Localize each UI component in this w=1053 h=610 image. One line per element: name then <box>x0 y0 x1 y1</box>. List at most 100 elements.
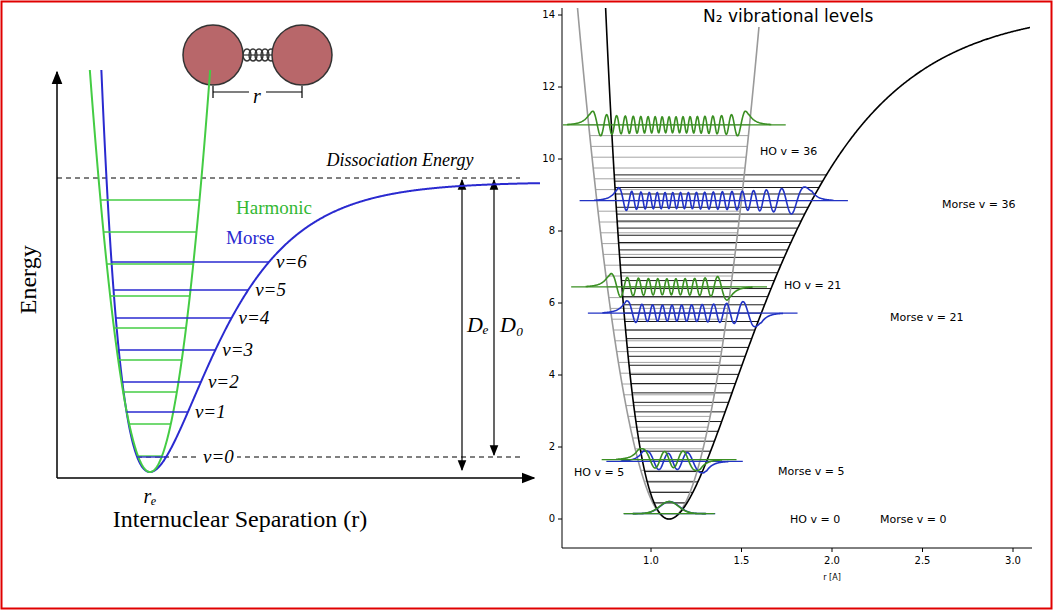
ho-level <box>610 308 728 309</box>
tick <box>558 15 562 16</box>
energy-symbol: Dₑ <box>467 312 489 337</box>
morse-level <box>127 411 188 412</box>
tick-label: 3.0 <box>1005 555 1021 567</box>
level-label: v=2 <box>208 371 239 393</box>
morse-level <box>619 242 791 243</box>
tick-label: 8 <box>549 225 555 237</box>
ho-wavefunction <box>633 502 706 514</box>
ho-level <box>592 157 746 158</box>
ho-wavefunction <box>567 111 771 136</box>
ho-level <box>635 448 703 449</box>
ho-level <box>591 146 747 147</box>
wave-label: Morse v = 5 <box>778 466 844 479</box>
ho-wavefunction <box>616 449 722 471</box>
morse-level <box>116 317 232 318</box>
morse-level <box>623 296 768 297</box>
separation-axis <box>57 477 534 479</box>
ho-level <box>630 427 708 428</box>
morse-level <box>633 402 728 403</box>
morse-level <box>628 356 745 357</box>
ho-level <box>602 243 736 244</box>
morse-level <box>622 288 771 289</box>
tick <box>558 159 562 160</box>
tick <box>558 231 562 232</box>
ho-level <box>601 232 738 233</box>
tick <box>1013 548 1014 552</box>
tick-label: 1.0 <box>643 555 659 567</box>
morse-level <box>639 441 714 442</box>
tick <box>741 548 742 552</box>
wave-label: HO v = 36 <box>760 146 817 159</box>
ho-level <box>620 373 718 374</box>
tick <box>558 447 562 448</box>
morse-level <box>621 280 774 281</box>
morse-label: Morse <box>226 227 275 249</box>
morse-level <box>619 249 787 250</box>
morse-level <box>137 456 166 457</box>
tick <box>832 548 833 552</box>
tick-label: 0 <box>549 513 555 525</box>
harmonic-level <box>114 327 186 328</box>
tick-label: 1.5 <box>734 555 750 567</box>
tick-label: 6 <box>549 297 555 309</box>
morse-level <box>627 347 748 348</box>
harmonic-level <box>100 199 199 200</box>
morse-wavefunction <box>633 502 706 514</box>
morse-wavefunction <box>594 187 833 214</box>
wave-label: HO v = 0 <box>790 514 840 527</box>
tick-label: 10 <box>542 153 555 165</box>
ho-level <box>594 178 743 179</box>
axis-title: Internuclear Separation (r) <box>113 506 368 534</box>
ho-level <box>618 362 719 363</box>
morse-level <box>629 365 742 366</box>
tick <box>922 548 923 552</box>
ho-level <box>624 394 714 395</box>
ho-level <box>633 438 706 439</box>
morse-level <box>618 235 794 236</box>
morse-curve <box>101 70 540 472</box>
level-label: v=0 <box>200 446 237 468</box>
morse-level <box>626 330 755 331</box>
harmonic-level <box>129 423 171 424</box>
morse-curve <box>603 8 1030 519</box>
tick <box>558 375 562 376</box>
morse-level <box>637 431 718 432</box>
de-arrow <box>461 180 462 470</box>
tick <box>558 87 562 88</box>
level-label: v=3 <box>222 339 253 361</box>
harmonic-curve <box>572 8 766 519</box>
d0-arrow <box>493 180 494 455</box>
morse-level <box>654 502 687 503</box>
morse-level <box>641 451 711 452</box>
tick-label: 2.0 <box>824 555 840 567</box>
harmonic-level <box>110 295 190 296</box>
ho-level <box>598 211 740 212</box>
level-label: v=5 <box>255 279 286 301</box>
ho-level <box>617 351 722 352</box>
morse-wavefunction-baseline <box>580 200 848 201</box>
harmonic-label: Harmonic <box>236 197 312 219</box>
morse-level <box>618 228 798 229</box>
tick-label: 2.5 <box>915 555 931 567</box>
morse-level <box>623 304 764 305</box>
morse-level <box>615 181 823 182</box>
morse-level <box>645 471 703 472</box>
tick-label: 4 <box>549 369 555 381</box>
tick <box>558 519 562 520</box>
plot-title: N₂ vibrational levels <box>700 7 876 27</box>
tick-label: 2 <box>549 441 555 453</box>
ho-level <box>641 470 697 471</box>
n2-plot <box>563 8 1030 519</box>
energy-symbol: D₀ <box>500 312 524 337</box>
morse-level <box>630 374 739 375</box>
wave-label: Morse v = 0 <box>880 514 946 527</box>
ho-wavefunction <box>586 273 753 300</box>
tick <box>651 548 652 552</box>
morse-level <box>615 187 819 188</box>
morse-level <box>647 481 698 482</box>
axis-title: r [A] <box>823 573 841 582</box>
morse-wavefunction-baseline <box>588 312 798 313</box>
ho-level <box>628 416 710 417</box>
morse-level <box>650 492 693 493</box>
